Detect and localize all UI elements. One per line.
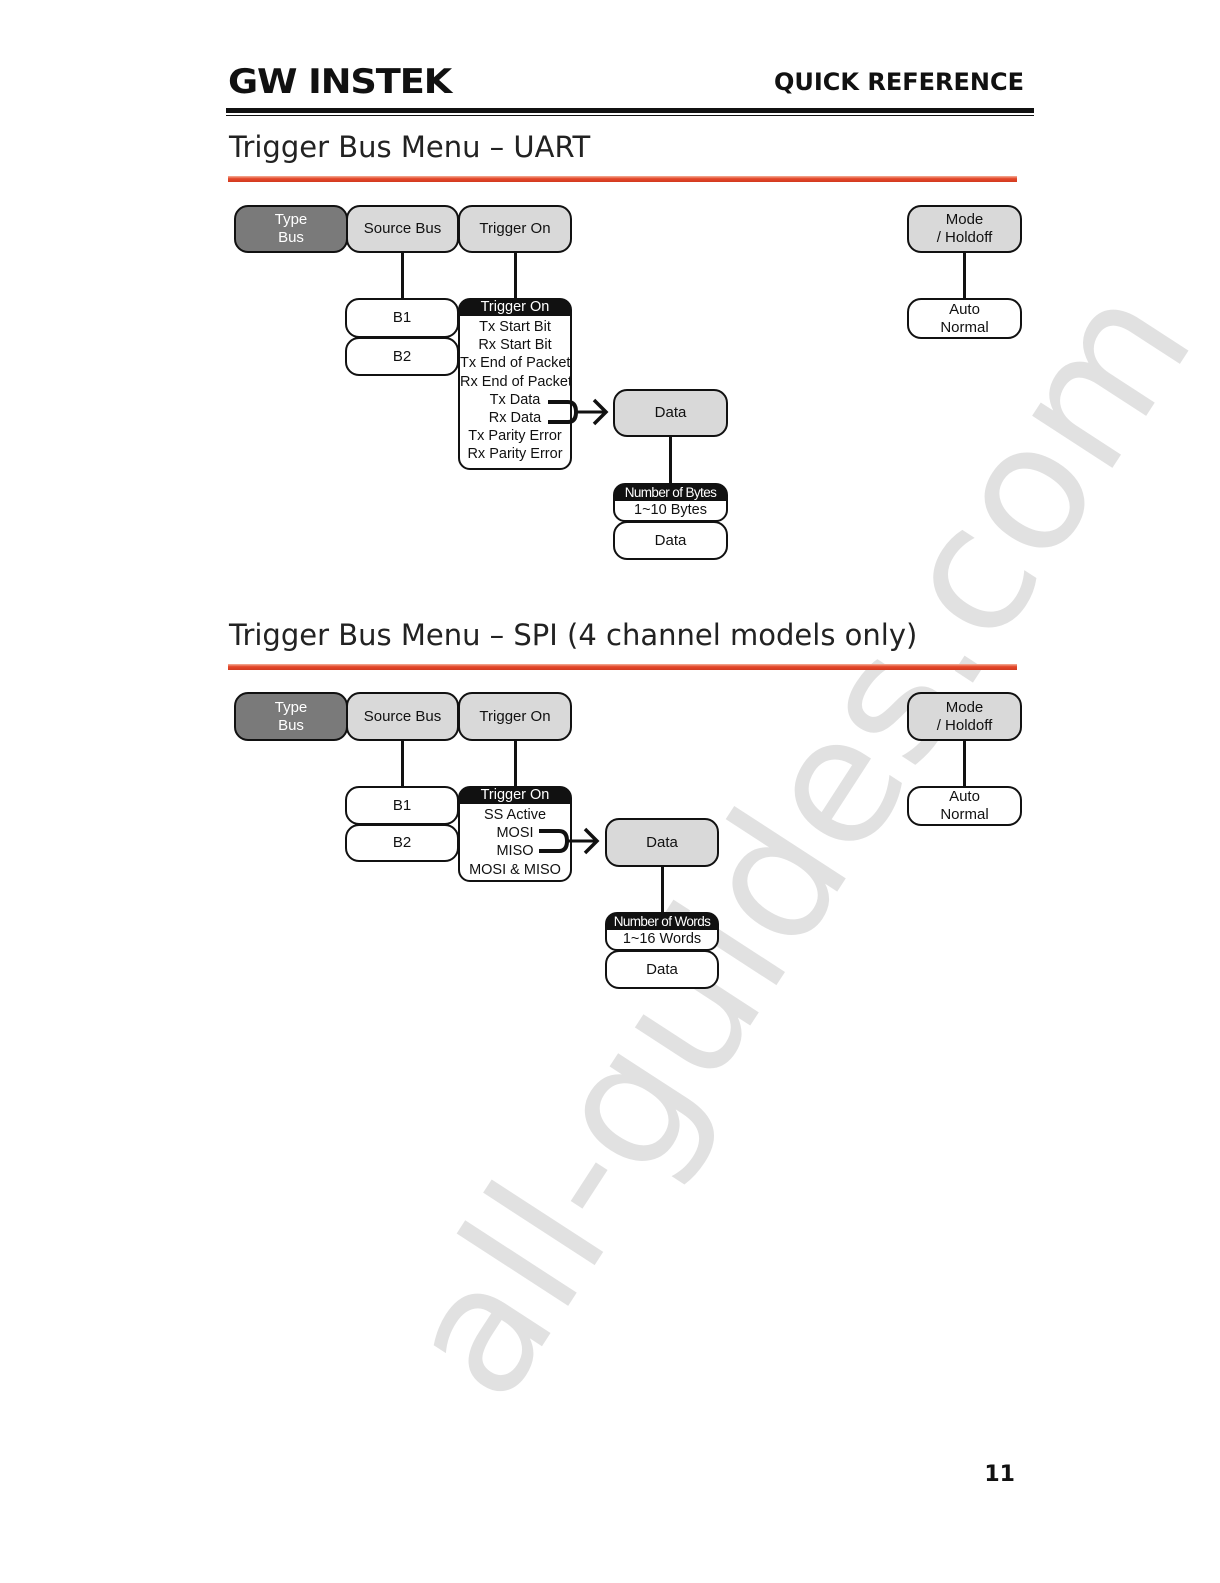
uart-type-label: Type	[274, 211, 308, 228]
spi-source-b1[interactable]: B1	[345, 786, 459, 825]
uart-data-sub-button[interactable]: Data	[613, 521, 728, 560]
spi-number-of-words[interactable]: Number of Words 1~16 Words	[605, 912, 719, 951]
uart-mode-options[interactable]: Auto Normal	[907, 298, 1022, 339]
spi-connector-trigger	[514, 741, 517, 787]
uart-trigger-rx-parity-error[interactable]: Rx Parity Error	[467, 446, 563, 463]
uart-connector-source	[401, 253, 404, 299]
uart-source-b2[interactable]: B2	[345, 337, 459, 376]
spi-source-bus-button[interactable]: Source Bus	[346, 692, 459, 741]
uart-bus-label: Bus	[278, 229, 304, 246]
spi-bracket-arrow-icon	[539, 827, 600, 855]
uart-number-of-bytes[interactable]: Number of Bytes 1~10 Bytes	[613, 483, 728, 522]
uart-holdoff-label: / Holdoff	[936, 229, 993, 246]
uart-connector-data	[669, 437, 672, 484]
spi-mode-auto: Auto	[949, 788, 980, 805]
uart-number-of-bytes-value: 1~10 Bytes	[634, 502, 707, 518]
uart-bracket-arrow-icon	[548, 398, 609, 426]
spi-section-title: Trigger Bus Menu – SPI (4 channel models…	[229, 618, 918, 652]
uart-trigger-on-button[interactable]: Trigger On	[458, 205, 572, 253]
spi-trigger-ss-active[interactable]: SS Active	[483, 807, 547, 823]
spi-mode-holdoff-button[interactable]: Mode / Holdoff	[907, 692, 1022, 741]
uart-trigger-tx-data[interactable]: Tx Data	[489, 391, 541, 408]
uart-source-b1-label: B1	[392, 309, 412, 326]
spi-data-sub-label: Data	[646, 960, 678, 978]
spi-trigger-miso[interactable]: MISO	[496, 843, 534, 860]
spi-trigger-mosi[interactable]: MOSI	[496, 825, 534, 842]
uart-section-rule	[228, 176, 1017, 182]
spi-trigger-on-list-header: Trigger On	[459, 787, 571, 804]
spi-data-sub-button[interactable]: Data	[605, 950, 719, 989]
uart-mode-label: Mode	[945, 211, 984, 228]
spi-trigger-on-list: Trigger On SS Active MOSI MISO MOSI & MI…	[458, 786, 572, 882]
uart-type-bus-button[interactable]: Type Bus	[234, 205, 348, 253]
uart-mode-auto: Auto	[949, 300, 980, 318]
spi-data-label: Data	[646, 833, 678, 851]
uart-trigger-on-list-header: Trigger On	[459, 299, 571, 316]
spi-trigger-on-label: Trigger On	[479, 707, 551, 725]
spi-connector-mode	[963, 741, 966, 787]
spi-trigger-mosi-miso[interactable]: MOSI & MISO	[469, 861, 561, 878]
spi-holdoff-label: / Holdoff	[936, 716, 993, 734]
header-rule-thin	[226, 115, 1034, 116]
uart-trigger-tx-parity-error[interactable]: Tx Parity Error	[468, 428, 562, 445]
uart-number-of-bytes-header: Number of Bytes	[614, 484, 727, 501]
uart-mode-holdoff-button[interactable]: Mode / Holdoff	[907, 205, 1022, 253]
uart-trigger-tx-start-bit[interactable]: Tx Start Bit	[479, 319, 551, 335]
uart-trigger-rx-data[interactable]: Rx Data	[488, 410, 542, 427]
spi-bus-label: Bus	[278, 716, 304, 734]
spi-connector-source	[401, 741, 404, 787]
uart-data-button[interactable]: Data	[613, 389, 728, 437]
uart-section-title: Trigger Bus Menu – UART	[229, 130, 591, 164]
uart-data-label: Data	[654, 404, 687, 421]
spi-connector-data	[661, 867, 664, 913]
spi-mode-options[interactable]: Auto Normal	[907, 786, 1022, 826]
spi-type-bus-button[interactable]: Type Bus	[234, 692, 348, 741]
spi-source-b2[interactable]: B2	[345, 824, 459, 862]
spi-trigger-on-button[interactable]: Trigger On	[458, 692, 572, 741]
spi-mode-normal: Normal	[940, 806, 989, 823]
spi-type-label: Type	[274, 698, 308, 716]
header-section-title: QUICK REFERENCE	[773, 68, 1024, 96]
uart-source-b2-label: B2	[392, 347, 412, 365]
uart-trigger-rx-start-bit[interactable]: Rx Start Bit	[478, 337, 552, 354]
uart-source-b1[interactable]: B1	[345, 298, 459, 338]
spi-source-b2-label: B2	[392, 834, 412, 851]
uart-trigger-rx-end-of-packet[interactable]: Rx End of Packet	[460, 373, 573, 390]
header-rule	[226, 108, 1034, 113]
spi-source-b1-label: B1	[392, 796, 412, 814]
brand-logo: GW INSTEK	[228, 62, 452, 102]
uart-trigger-on-label: Trigger On	[479, 220, 551, 237]
uart-connector-mode	[963, 253, 966, 299]
spi-section-rule	[228, 664, 1017, 670]
uart-source-bus-button[interactable]: Source Bus	[346, 205, 459, 253]
uart-data-sub-label: Data	[654, 531, 687, 549]
uart-source-bus-label: Source Bus	[363, 220, 442, 237]
uart-connector-trigger	[514, 253, 517, 299]
spi-data-button[interactable]: Data	[605, 818, 719, 867]
spi-number-of-words-value: 1~16 Words	[622, 931, 702, 947]
uart-trigger-tx-end-of-packet[interactable]: Tx End of Packet	[460, 355, 571, 372]
uart-mode-normal: Normal	[940, 318, 989, 336]
uart-trigger-on-list: Trigger On Tx Start Bit Rx Start Bit Tx …	[458, 298, 572, 470]
page-number: 11	[984, 1462, 1015, 1487]
spi-mode-label: Mode	[945, 698, 984, 716]
spi-number-of-words-header: Number of Words	[606, 913, 718, 930]
spi-source-bus-label: Source Bus	[363, 707, 442, 725]
